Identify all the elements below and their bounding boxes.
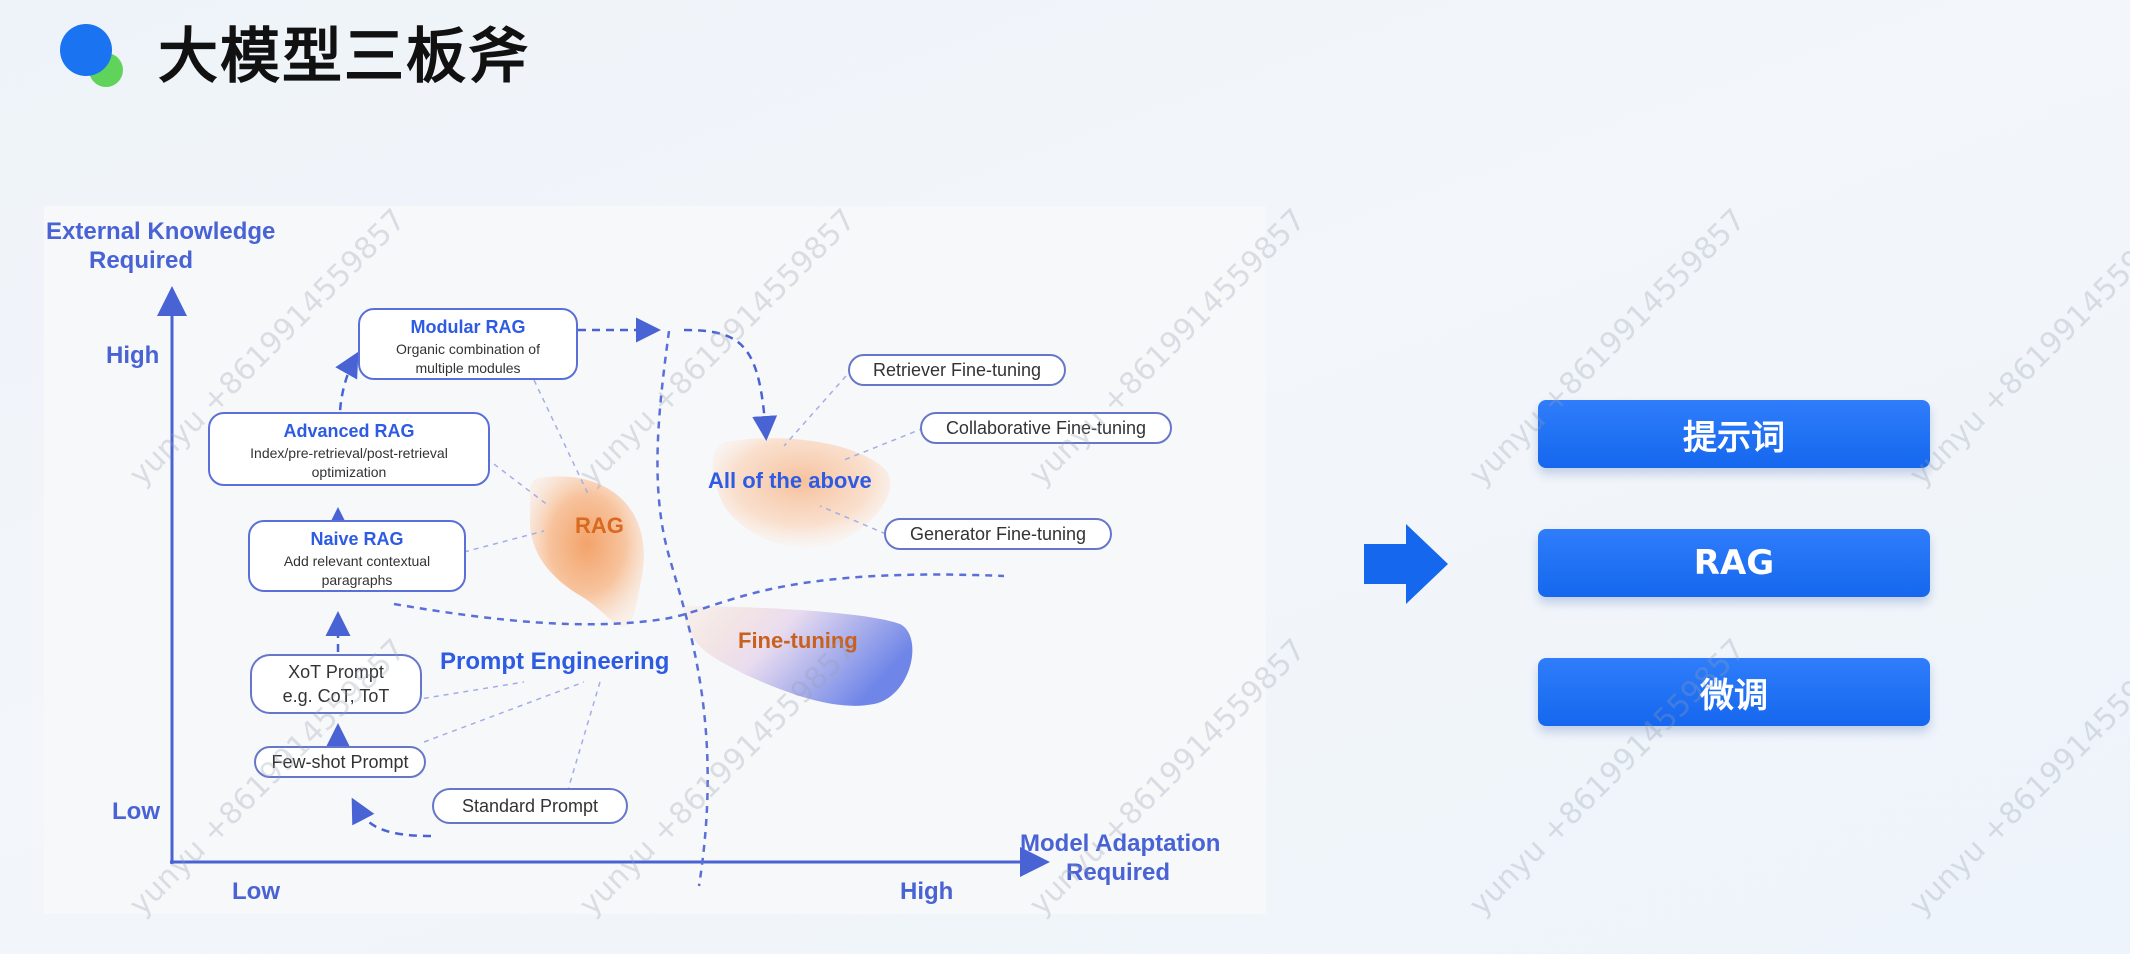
- few-shot-prompt-pill: Few-shot Prompt: [254, 746, 426, 778]
- advanced-rag-box: Advanced RAG Index/pre-retrieval/post-re…: [208, 412, 490, 486]
- rag-diagram: External Knowledge Required High Low Low…: [44, 206, 1266, 914]
- naive-rag-title: Naive RAG: [310, 529, 404, 549]
- watermark: yunyu +8619914559857: [1902, 632, 2130, 923]
- y-axis-title: External Knowledge Required: [46, 218, 275, 276]
- modular-rag-sub2: multiple modules: [415, 360, 521, 376]
- right-arrow-icon: [1364, 524, 1448, 609]
- y-tick-low: Low: [112, 798, 160, 825]
- connector-lines: [413, 375, 925, 821]
- standard-prompt-pill: Standard Prompt: [432, 788, 628, 824]
- finetune-button[interactable]: 微调: [1538, 658, 1930, 726]
- x-tick-low: Low: [232, 878, 280, 905]
- y-axis-title-line2: Required: [88, 246, 193, 274]
- x-tick-high: High: [900, 878, 954, 905]
- x-axis-title-line2: Required: [1065, 858, 1170, 886]
- naive-rag-sub2: paragraphs: [321, 572, 393, 588]
- y-tick-high: High: [106, 342, 160, 369]
- rag-region-label: RAG: [575, 513, 624, 538]
- y-axis-title-line1: External Knowledge: [46, 218, 276, 245]
- advanced-rag-sub2: optimization: [311, 464, 387, 480]
- x-axis-title: Model Adaptation Required: [1020, 830, 1220, 888]
- prompt-button[interactable]: 提示词: [1538, 400, 1930, 468]
- naive-rag-sub1: Add relevant contextual: [283, 553, 431, 569]
- xot-prompt-pill: XoT Prompt e.g. CoT, ToT: [250, 654, 422, 714]
- generator-finetuning-pill: Generator Fine-tuning: [884, 518, 1112, 550]
- rag-blob: [529, 476, 644, 627]
- modular-rag-box: Modular RAG Organic combination of multi…: [358, 308, 578, 380]
- naive-rag-box: Naive RAG Add relevant contextual paragr…: [248, 520, 466, 592]
- collaborative-finetuning-pill: Collaborative Fine-tuning: [920, 412, 1172, 444]
- boundary-curve-horizontal: [393, 573, 1005, 626]
- advanced-rag-sub1: Index/pre-retrieval/post-retrieval: [250, 445, 448, 461]
- prompt-engineering-region-label: Prompt Engineering: [440, 648, 670, 675]
- xot-prompt-line2: e.g. CoT, ToT: [282, 686, 390, 706]
- xot-prompt-line1: XoT Prompt: [288, 662, 384, 682]
- advanced-rag-title: Advanced RAG: [283, 421, 415, 441]
- finetuning-region-label: Fine-tuning: [738, 628, 858, 653]
- finetune-blob: [684, 606, 913, 706]
- page-title: 大模型三板斧: [158, 22, 530, 92]
- watermark: yunyu +8619914559857: [1902, 202, 2130, 493]
- rag-button[interactable]: RAG: [1538, 529, 1930, 597]
- all-above-region-label: All of the above: [708, 468, 872, 493]
- all-blob: [712, 438, 891, 549]
- logo-icon: [56, 22, 132, 92]
- modular-rag-sub1: Organic combination of: [396, 341, 540, 357]
- modular-rag-title: Modular RAG: [410, 317, 526, 337]
- x-axis-title-line1: Model Adaptation: [1020, 830, 1221, 857]
- boundary-curve-vertical: [656, 330, 709, 887]
- retriever-finetuning-pill: Retriever Fine-tuning: [848, 354, 1066, 386]
